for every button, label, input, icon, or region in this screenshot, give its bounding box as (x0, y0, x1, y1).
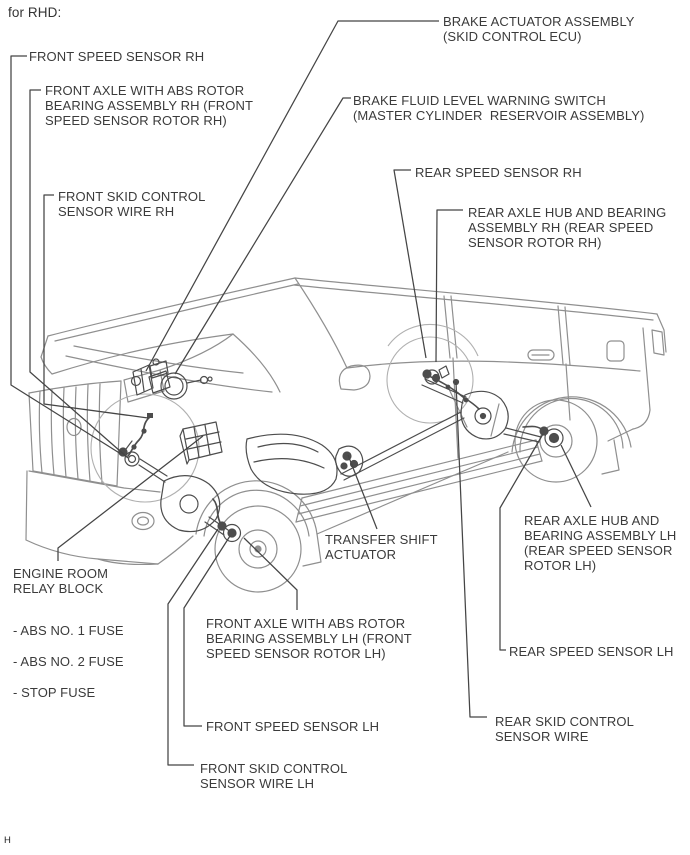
far-side-wheels (90, 323, 479, 503)
diagram-title: for RHD: (8, 5, 62, 20)
rear-rh-hub-and-sensor (422, 365, 450, 385)
front-lh-wheel-arch (195, 480, 318, 535)
taillight (651, 329, 665, 356)
label-brake-actuator: BRAKE ACTUATOR ASSEMBLY (SKID CONTROL EC… (443, 14, 635, 44)
fuel-door (606, 340, 625, 362)
label-front-axle-rh: FRONT AXLE WITH ABS ROTOR BEARING ASSEMB… (45, 83, 253, 128)
front-grille (28, 380, 122, 487)
leader-front-speed-sensor-lh (183, 535, 231, 727)
vehicle-body-outline (25, 277, 667, 567)
leader-rear-axle-hub-rh (435, 209, 463, 363)
label-front-skid-control-lh: FRONT SKID CONTROL SENSOR WIRE LH (200, 761, 348, 791)
engine-room-relay-block-unit (179, 421, 223, 465)
headlight (123, 369, 165, 403)
leader-front-skid-control-rh (43, 194, 149, 419)
rear-lh-hub-and-sensor (522, 425, 564, 448)
chassis-components (118, 358, 564, 543)
transmission-transfer-case (245, 433, 338, 495)
label-abs-no2-fuse: - ABS NO. 2 FUSE (13, 654, 124, 669)
label-abs-no1-fuse: - ABS NO. 1 FUSE (13, 623, 124, 638)
front-rh-hub-and-sensor (118, 413, 153, 467)
brake-actuator-unit (130, 364, 154, 396)
rear-driveshaft (340, 411, 462, 475)
label-front-speed-sensor-rh: FRONT SPEED SENSOR RH (29, 49, 205, 64)
label-rear-speed-sensor-rh: REAR SPEED SENSOR RH (415, 165, 582, 180)
rear-lh-wheel-arch (511, 396, 632, 453)
leader-front-skid-control-lh (167, 528, 219, 766)
label-stop-fuse: - STOP FUSE (13, 685, 96, 700)
leader-rear-speed-sensor-lh (499, 433, 544, 651)
front-lh-sensor-wire (212, 498, 223, 527)
label-front-axle-lh: FRONT AXLE WITH ABS ROTOR BEARING ASSEMB… (206, 616, 412, 661)
label-brake-fluid-switch: BRAKE FLUID LEVEL WARNING SWITCH (MASTER… (353, 93, 645, 123)
brake-fluid-reservoir (149, 360, 169, 379)
leader-rear-speed-sensor-rh (393, 169, 427, 359)
door-handle (527, 349, 555, 361)
leader-brake-fluid-switch (174, 97, 351, 375)
label-front-skid-control-rh: FRONT SKID CONTROL SENSOR WIRE RH (58, 189, 206, 219)
grille-badge (66, 417, 82, 437)
label-engine-room-relay-block: ENGINE ROOM RELAY BLOCK (13, 566, 108, 596)
leader-front-speed-sensor-rh (10, 55, 122, 455)
rear-lh-tire (514, 399, 598, 483)
front-mudflap (302, 533, 322, 567)
side-mirror (338, 364, 371, 391)
front-rh-wheel-well (90, 393, 200, 503)
label-rear-skid-control: REAR SKID CONTROL SENSOR WIRE (495, 714, 634, 744)
fog-light (131, 511, 155, 531)
label-rear-axle-hub-rh: REAR AXLE HUB AND BEARING ASSEMBLY RH (R… (468, 205, 667, 250)
leader-engine-room-relay-block (57, 435, 204, 561)
leader-front-axle-rh (29, 89, 129, 459)
rear-mudflap (601, 439, 620, 475)
front-axle-differential (138, 458, 229, 536)
rear-axle-housing (421, 378, 542, 443)
front-lh-tire (214, 505, 302, 593)
rear-rh-wheel-well (386, 336, 474, 424)
leader-front-axle-lh (243, 537, 298, 610)
leader-rear-skid-control (455, 381, 487, 718)
near-side-wheels (214, 399, 598, 593)
leader-transfer-shift-actuator (347, 454, 378, 530)
front-lh-hub-and-sensor (212, 498, 242, 543)
leader-brake-actuator (145, 20, 439, 372)
page-mark: H (4, 835, 11, 846)
label-rear-axle-hub-lh: REAR AXLE HUB AND BEARING ASSEMBLY LH (R… (524, 513, 677, 573)
label-transfer-shift-actuator: TRANSFER SHIFT ACTUATOR (325, 532, 438, 562)
brake-booster-master-cylinder (148, 358, 213, 400)
rear-differential (460, 390, 509, 440)
rear-skid-control-sensor-wire-part (430, 376, 480, 410)
label-front-speed-sensor-lh: FRONT SPEED SENSOR LH (206, 719, 380, 734)
front-rh-sensor-wire (127, 416, 151, 457)
leader-rear-axle-hub-lh (560, 444, 592, 508)
leader-lines (10, 20, 592, 766)
label-rear-speed-sensor-lh: REAR SPEED SENSOR LH (509, 644, 674, 659)
